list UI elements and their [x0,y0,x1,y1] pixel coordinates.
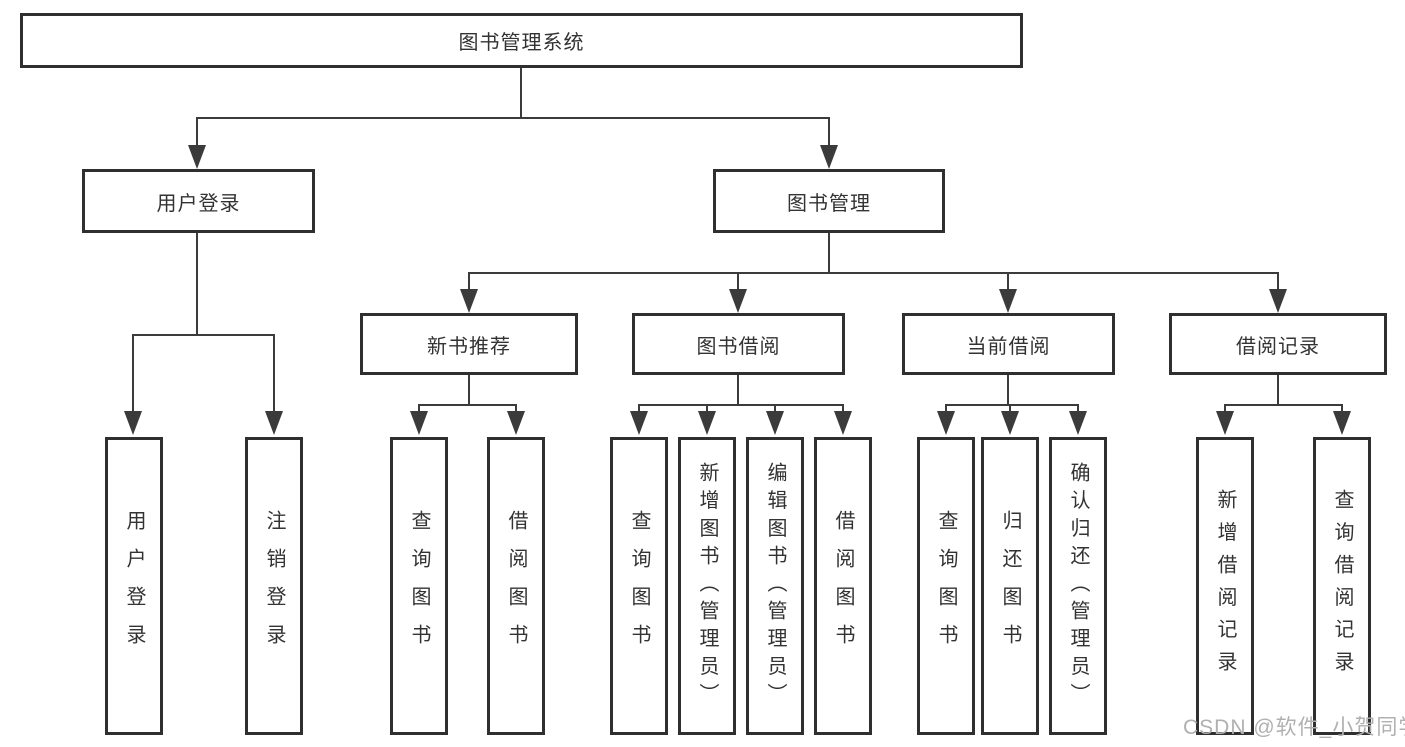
node-label: 新书推荐 [427,335,511,358]
connector-drop-book-borrow [737,272,739,290]
arrowhead-icon [1269,289,1287,313]
arrowhead-icon [820,145,838,169]
connector-current-borrow-bus [946,404,1079,406]
arrowhead-icon [766,411,784,435]
arrowhead-icon [410,411,428,435]
arrowhead-icon [1333,411,1351,435]
connector-drop [1341,404,1343,414]
connector-drop [515,404,517,414]
arrowhead-icon [507,411,525,435]
arrowhead-icon [265,411,283,435]
connector-drop [1224,404,1226,414]
leaf-label: 注销登录 [263,510,285,662]
connector-book-mgmt-stem [828,233,830,274]
arrowhead-icon [630,411,648,435]
leaf-label: 确认归还（管理员） [1067,461,1089,711]
connector-book-borrow-stem [737,375,739,406]
connector-drop [842,404,844,414]
leaf-label: 借阅图书 [832,510,854,662]
leaf-label: 查询图书 [628,510,650,662]
connector-drop [638,404,640,414]
leaf-label: 归还图书 [999,510,1021,662]
leaf-borrow-books-recommend: 借阅图书 [487,437,545,735]
leaf-label: 借阅图书 [505,510,527,662]
leaf-borrow-books-borrowing: 借阅图书 [814,437,872,735]
leaf-label: 用户登录 [123,510,145,662]
leaf-label: 新增图书（管理员） [696,461,718,711]
leaf-query-books-current: 查询图书 [917,437,975,735]
connector-drop-new-book [468,272,470,290]
node-label: 图书管理 [787,192,871,215]
connector-root-bus [197,117,830,119]
leaf-query-books-recommend: 查询图书 [390,437,448,735]
connector-borrow-records-bus [1225,404,1343,406]
node-new-book-recommendation: 新书推荐 [360,313,578,375]
leaf-label: 查询图书 [408,510,430,662]
node-book-borrowing: 图书借阅 [632,313,845,375]
leaf-add-borrow-record: 新增借阅记录 [1196,437,1254,735]
leaf-logout: 注销登录 [245,437,303,735]
connector-drop-borrow-records [1277,272,1279,290]
connector-drop [1077,404,1079,414]
leaf-label: 查询借阅记录 [1331,488,1353,684]
node-user-login: 用户登录 [82,169,315,233]
connector-drop-user-login [196,117,198,147]
connector-drop [418,404,420,414]
leaf-query-books-borrowing: 查询图书 [610,437,668,735]
node-label: 借阅记录 [1236,335,1320,358]
arrowhead-icon [834,411,852,435]
node-label: 用户登录 [156,192,241,215]
arrowhead-icon [698,411,716,435]
leaf-edit-books-admin: 编辑图书（管理员） [746,437,804,735]
leaf-return-books: 归还图书 [981,437,1039,735]
arrowhead-icon [937,411,955,435]
connector-current-borrow-stem [1007,375,1009,406]
arrowhead-icon [1001,411,1019,435]
node-current-borrowing: 当前借阅 [902,313,1115,375]
arrowhead-icon [729,289,747,313]
leaf-user-login: 用户登录 [105,437,163,735]
arrowhead-icon [1069,411,1087,435]
csdn-watermark: CSDN @软件_小贺同学 [1183,716,1405,739]
leaf-label: 编辑图书（管理员） [764,461,786,711]
connector-user-login-stem [196,233,198,336]
arrowhead-icon [188,145,206,169]
connector-root-stem [520,66,522,118]
connector-drop [1009,404,1011,414]
connector-drop-leaf-logout [273,334,275,414]
leaf-query-borrow-record: 查询借阅记录 [1313,437,1371,735]
connector-drop-leaf-login [132,334,134,414]
leaf-add-books-admin: 新增图书（管理员） [678,437,736,735]
connector-drop [945,404,947,414]
node-label: 图书管理系统 [458,32,585,54]
node-borrowing-records: 借阅记录 [1169,313,1387,375]
connector-book-borrow-bus [639,404,844,406]
leaf-label: 查询图书 [935,510,957,662]
node-label: 图书借阅 [696,335,781,358]
arrowhead-icon [124,411,142,435]
connector-book-mgmt-bus [469,272,1279,274]
leaf-label: 新增借阅记录 [1214,488,1236,684]
node-label: 当前借阅 [966,335,1051,358]
connector-drop-current-borrow [1007,272,1009,290]
node-library-management-system: 图书管理系统 [20,13,1023,68]
arrowhead-icon [1216,411,1234,435]
connector-new-book-bus [419,404,517,406]
connector-new-book-stem [468,375,470,406]
node-book-management: 图书管理 [713,169,945,233]
connector-drop-book-mgmt [828,117,830,147]
connector-borrow-records-stem [1277,375,1279,406]
arrowhead-icon [460,289,478,313]
connector-drop [706,404,708,414]
connector-drop [774,404,776,414]
leaf-confirm-return-admin: 确认归还（管理员） [1049,437,1107,735]
arrowhead-icon [999,289,1017,313]
connector-user-login-bus [133,334,275,336]
